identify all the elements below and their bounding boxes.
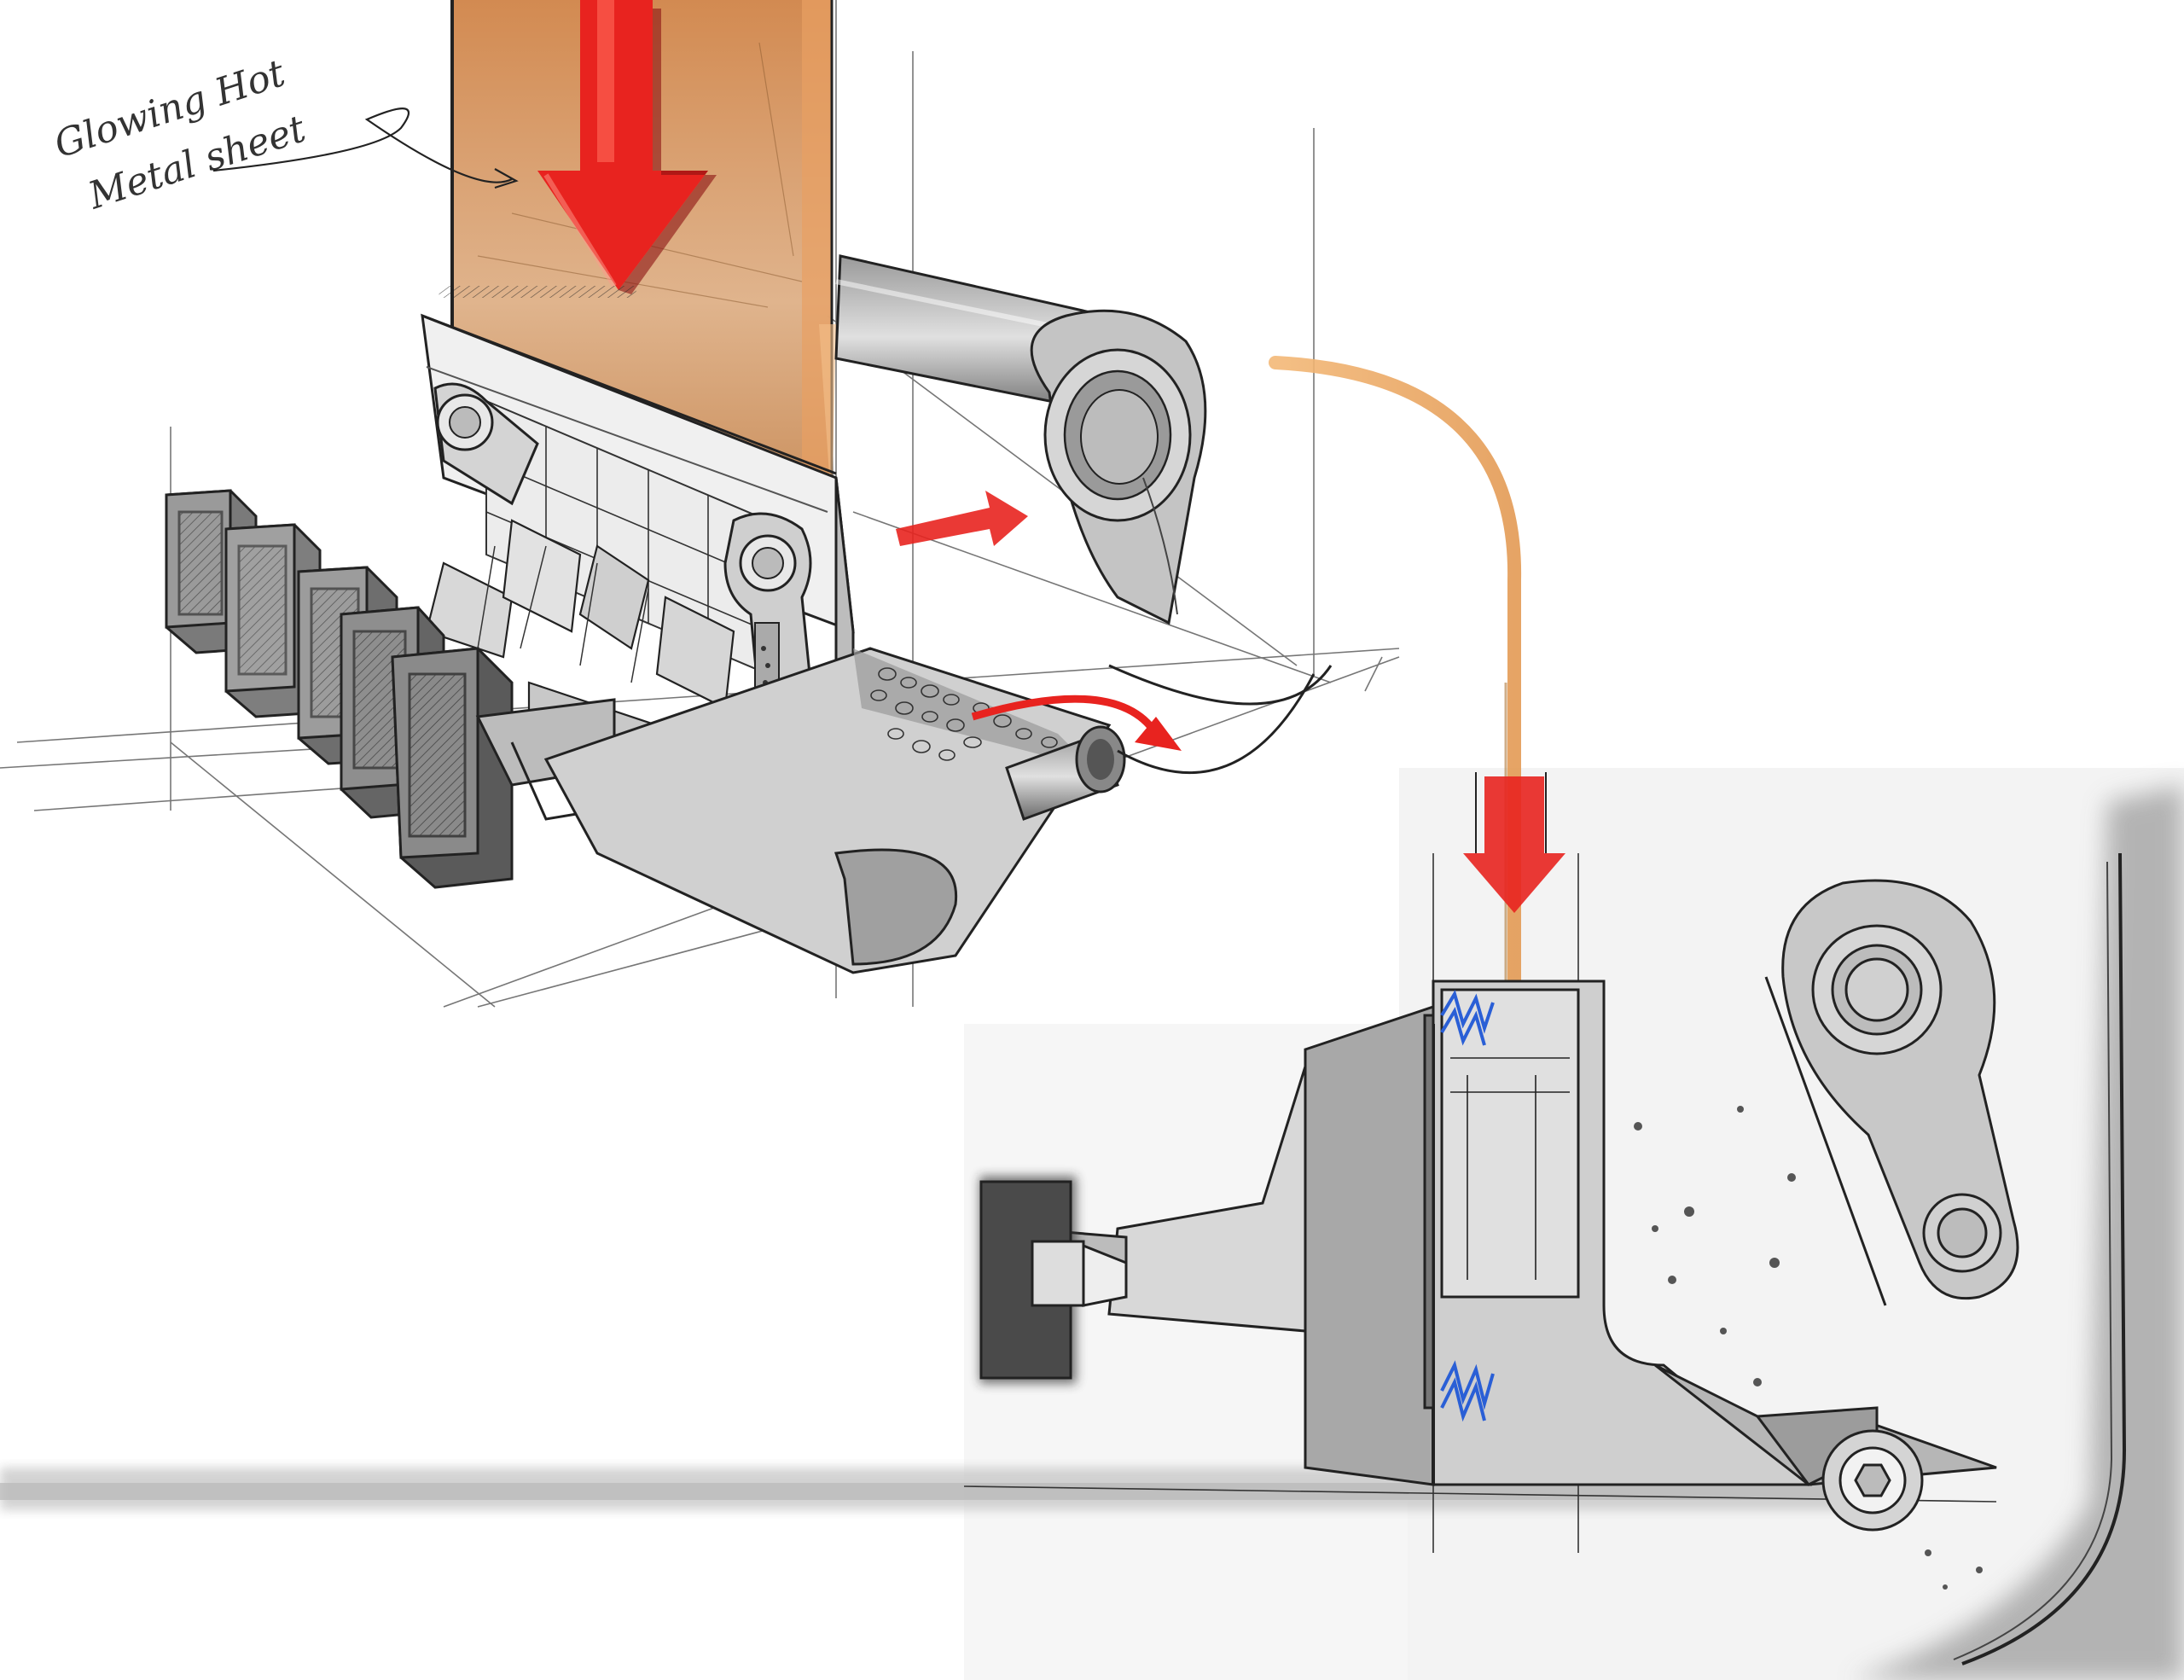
- annotation-leader: [212, 108, 513, 183]
- cam-lever: [1764, 879, 2019, 1306]
- chip-specks: [1634, 1106, 1983, 1590]
- curved-arrow: [971, 695, 1182, 751]
- base-plate: [543, 647, 1333, 974]
- punch-arm: [979, 1066, 1307, 1384]
- punch-blocks: [165, 489, 616, 889]
- feed-pipe: [834, 254, 1207, 625]
- down-arrow-large: [437, 0, 717, 298]
- punch-block: [391, 647, 514, 889]
- die-body: [1304, 980, 1813, 1486]
- side-view: [963, 853, 2019, 1590]
- right-arrow: [896, 491, 1028, 546]
- punch-block: [224, 523, 322, 718]
- hex-bolt-icon: [1854, 1463, 1891, 1497]
- lower-linkage: [1654, 1363, 1997, 1532]
- metal-chips: [870, 667, 1058, 761]
- springs: [1440, 990, 1495, 1422]
- down-arrow-small: [1463, 772, 1565, 913]
- perspective-view: Glowing Hot Metal sheet: [0, 0, 1400, 1008]
- annotation: Glowing Hot Metal sheet: [49, 51, 519, 218]
